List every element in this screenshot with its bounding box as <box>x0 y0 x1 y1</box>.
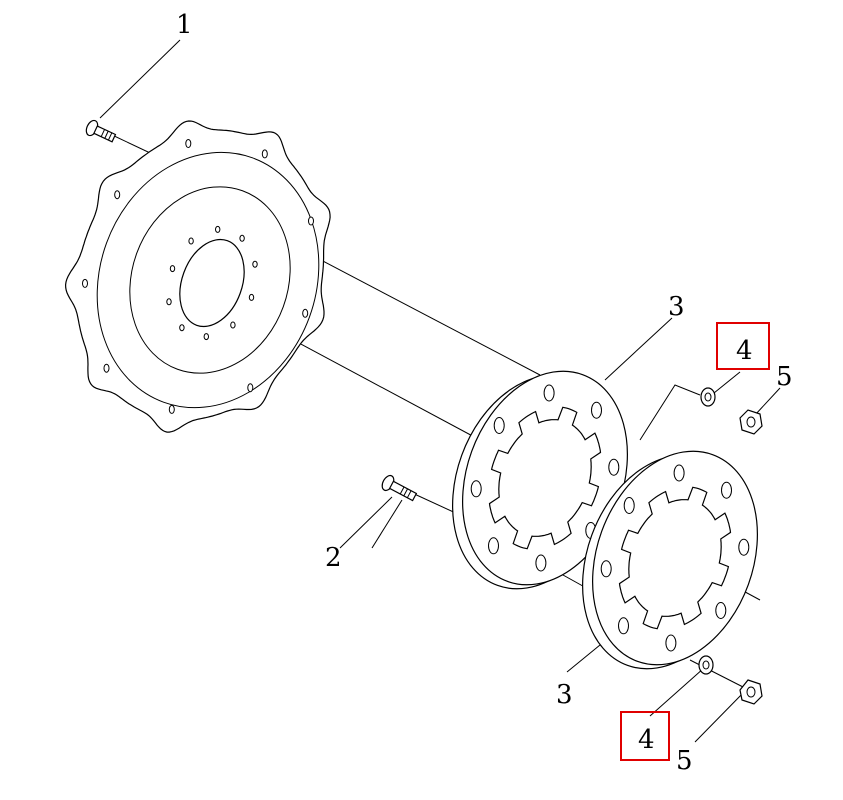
plate-slot <box>715 602 727 619</box>
callout-part-3-bottom: 3 <box>556 680 573 710</box>
highlight-box-part-4-top <box>716 322 770 370</box>
plate-slot <box>623 497 635 514</box>
plate-slot <box>591 401 602 419</box>
plate-slot <box>618 617 629 635</box>
callout-part-1: 1 <box>176 10 193 40</box>
rim-hole <box>103 363 110 373</box>
plate-slot <box>673 464 685 482</box>
rim-hole <box>168 404 175 414</box>
plate-slot <box>488 537 499 555</box>
plate-slot <box>665 634 677 652</box>
callout-part-3-top: 3 <box>668 292 685 322</box>
plate-slot <box>738 538 750 556</box>
plate-slot <box>493 417 505 434</box>
bolt-hole <box>179 324 185 332</box>
plate-slot <box>608 458 620 476</box>
washer-icon <box>698 655 714 675</box>
callout-part-2: 2 <box>325 543 342 573</box>
bolt-icon <box>381 474 418 502</box>
rim-hole <box>247 383 254 393</box>
rim-hole <box>308 216 314 226</box>
rim-hole <box>302 308 309 318</box>
bolt-hole <box>239 234 245 242</box>
bolt-hole <box>230 321 236 329</box>
bolt-hole <box>252 260 258 268</box>
bolt-icon <box>85 119 117 143</box>
leader-lines <box>99 39 781 743</box>
rim-hole <box>82 278 88 288</box>
segment-plate-icon <box>582 450 758 670</box>
bolt-hole <box>248 293 255 301</box>
washer-icon <box>700 387 716 407</box>
callout-part-5-top: 5 <box>776 362 793 392</box>
callout-part-5-bottom: 5 <box>676 746 693 776</box>
rim-hole <box>185 139 192 148</box>
callout-part-4-bottom: 4 <box>638 725 655 755</box>
bolt-hole <box>188 237 194 245</box>
rim-hole <box>114 190 121 200</box>
highlight-box-part-4-bottom <box>620 711 670 761</box>
nut-icon <box>739 679 763 705</box>
bolt-hole <box>203 333 210 341</box>
plate-slot <box>470 480 482 498</box>
plate-slot <box>600 560 612 578</box>
nut-icon <box>739 409 763 435</box>
bolt-hole <box>169 265 176 273</box>
plate-slot <box>535 554 547 572</box>
bolt-hole <box>166 298 172 306</box>
plate-slot <box>721 481 732 499</box>
rim-hole <box>261 149 268 159</box>
plate-slot <box>543 384 555 402</box>
sprocket-hub-icon <box>64 120 331 433</box>
bolt-hole <box>215 225 221 233</box>
segment-plate-icon <box>452 370 628 590</box>
callout-part-4-top: 4 <box>736 336 753 366</box>
